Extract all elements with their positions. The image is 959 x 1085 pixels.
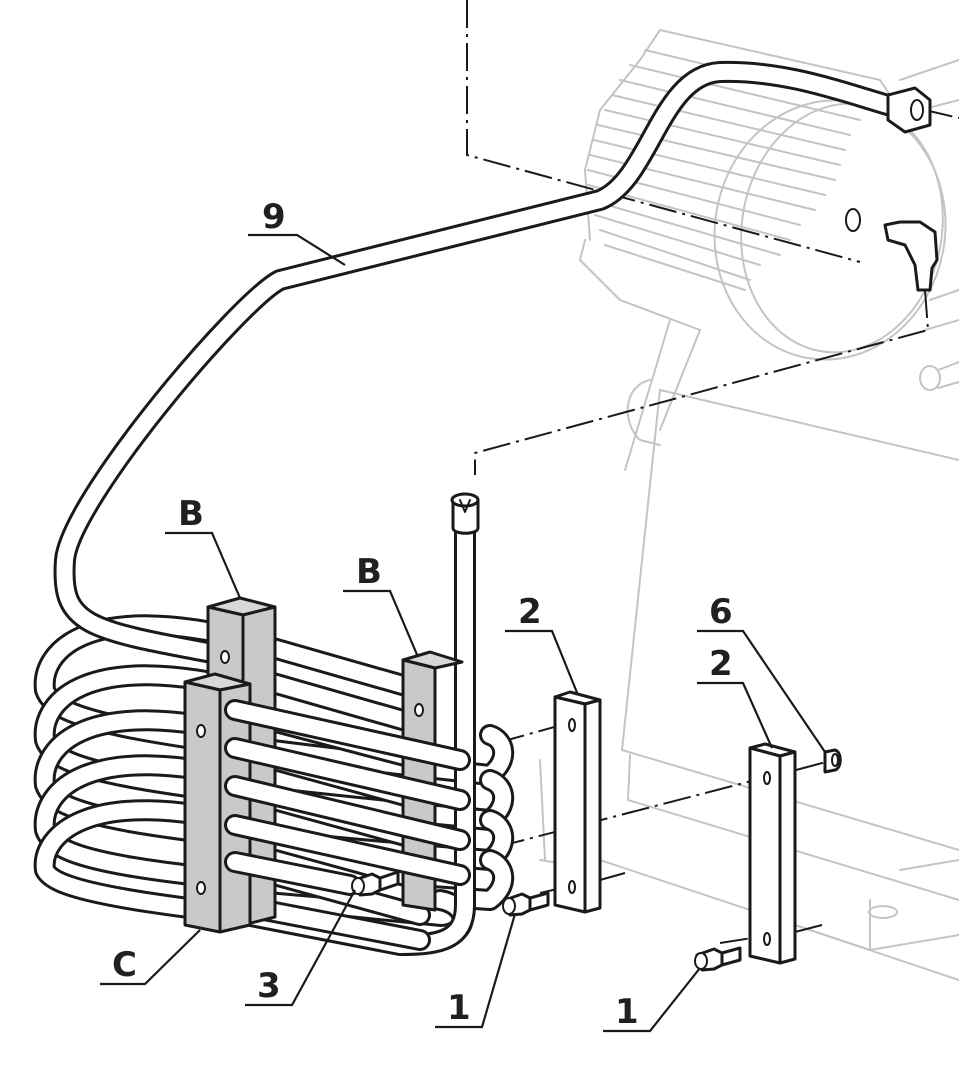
- callout-c: C: [100, 929, 201, 986]
- callout-label: B: [356, 552, 382, 592]
- callout-3: 3: [245, 889, 356, 1007]
- callout-label: B: [178, 494, 204, 534]
- screw-hole: [220, 650, 230, 664]
- pipe-union-nut-top: [886, 86, 932, 134]
- bracket-screw-1-left: [502, 891, 550, 917]
- screw-hole: [414, 703, 424, 717]
- callout-9: 9: [248, 197, 346, 266]
- compressor-body: [539, 319, 959, 981]
- screw-hole: [196, 881, 206, 895]
- callout-label: 9: [262, 197, 286, 237]
- compressor-background: [539, 29, 959, 981]
- elbow-fitting: [845, 208, 939, 292]
- callout-1-right: 1: [603, 967, 701, 1033]
- screw-hole: [196, 724, 206, 738]
- callout-label: 1: [447, 988, 471, 1028]
- port-hole: [845, 208, 861, 232]
- centerlines: [466, 0, 959, 944]
- clamp-screw-3: [351, 870, 400, 897]
- callout-b-rear: B: [165, 494, 242, 599]
- callout-6: 6: [697, 592, 826, 753]
- callout-1-left: 1: [435, 913, 517, 1029]
- callout-label: 1: [615, 992, 639, 1032]
- coil-front-runs: [224, 699, 471, 896]
- nut-6: [823, 748, 842, 774]
- mounting-bracket-right: [748, 742, 797, 965]
- bracket-screw-1-right: [694, 946, 742, 972]
- callout-label: 6: [709, 592, 733, 632]
- callout-label: 3: [257, 966, 281, 1006]
- callout-label: C: [112, 945, 137, 985]
- callout-b-right: B: [343, 552, 420, 658]
- callout-2-left: 2: [505, 592, 580, 696]
- callout-label: 2: [518, 592, 542, 632]
- mounting-bracket-left: [553, 690, 602, 914]
- callout-2-right: 2: [697, 644, 774, 749]
- callout-label: 2: [709, 644, 733, 684]
- riser-union-nut: [450, 492, 480, 535]
